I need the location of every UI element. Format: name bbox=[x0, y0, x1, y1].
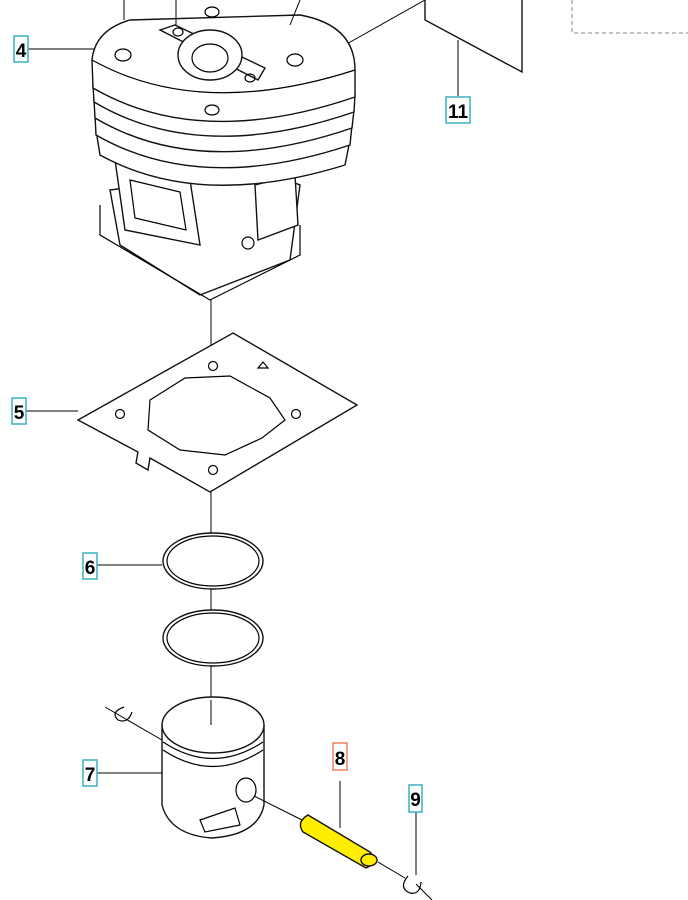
part-9-circlip bbox=[402, 875, 433, 900]
callout-7[interactable]: 7 bbox=[82, 759, 98, 787]
callout-5[interactable]: 5 bbox=[11, 397, 27, 425]
svg-text:7: 7 bbox=[85, 765, 96, 786]
callout-9[interactable]: 9 bbox=[408, 784, 423, 813]
part-8-piston-pin bbox=[299, 814, 378, 869]
svg-text:6: 6 bbox=[85, 558, 96, 579]
svg-text:4: 4 bbox=[16, 41, 27, 62]
part-7-piston bbox=[161, 696, 265, 839]
svg-text:11: 11 bbox=[448, 102, 469, 123]
callout-8[interactable]: 8 bbox=[332, 742, 348, 771]
circlip-left bbox=[104, 706, 163, 741]
part-6-piston-rings bbox=[162, 532, 264, 667]
callout-6[interactable]: 6 bbox=[82, 552, 98, 580]
part-5-gasket bbox=[76, 332, 359, 493]
svg-text:8: 8 bbox=[335, 749, 346, 770]
callout-4[interactable]: 4 bbox=[13, 35, 29, 63]
part-11-plate bbox=[424, 0, 523, 74]
svg-text:9: 9 bbox=[410, 790, 421, 811]
part-4-cylinder bbox=[91, 0, 356, 301]
callout-11[interactable]: 11 bbox=[445, 96, 471, 124]
svg-text:5: 5 bbox=[14, 403, 25, 424]
dashed-frame bbox=[571, 0, 688, 34]
